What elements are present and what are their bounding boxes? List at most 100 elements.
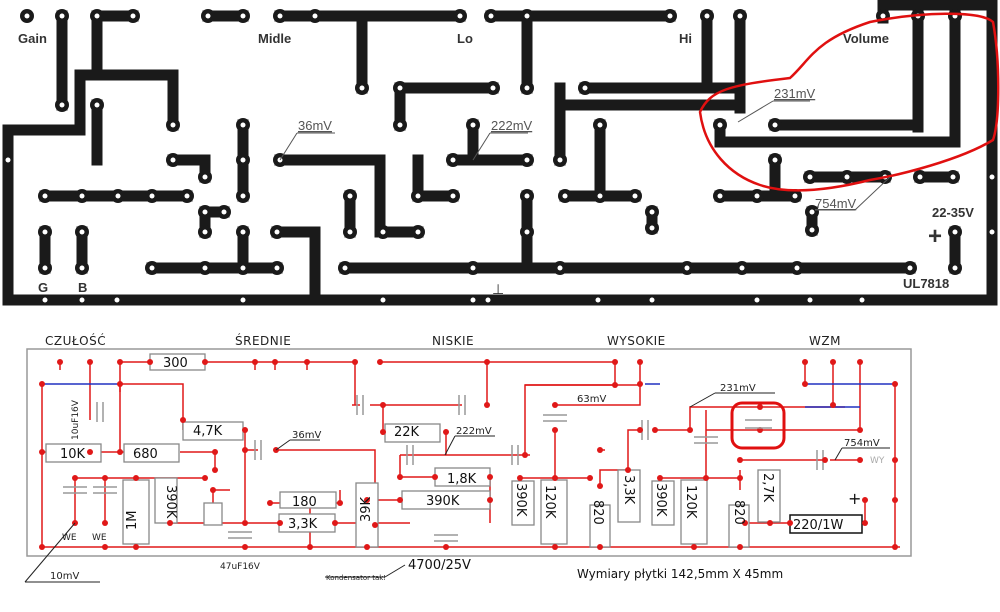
pcb-pad-hole: [42, 229, 48, 235]
pcb-pad-hole: [347, 229, 353, 235]
input-we-1: WE: [62, 533, 77, 543]
schematic-node: [862, 520, 868, 526]
pcb-pad-hole: [202, 229, 208, 235]
schematic-node: [637, 427, 643, 433]
resistor-820-a: 820: [590, 500, 605, 525]
schematic-node: [332, 520, 338, 526]
pcb-pad-hole: [809, 209, 815, 215]
plus-icon-schematic: +: [848, 489, 861, 508]
schematic-node: [552, 544, 558, 550]
input-g-label: G: [38, 280, 48, 295]
capacitor-icon: [254, 440, 262, 460]
sch-36mv-label: 36mV: [292, 430, 321, 441]
schematic-node: [552, 402, 558, 408]
section-wysokie: WYSOKIE: [607, 334, 666, 348]
schematic-node: [857, 359, 863, 365]
schematic-node: [377, 359, 383, 365]
pcb-pads: [5, 9, 995, 303]
pcb-via: [240, 297, 246, 303]
schematic-node: [552, 475, 558, 481]
resistor-390k-a-body: [154, 477, 178, 524]
schematic-node: [892, 544, 898, 550]
schematic-node: [703, 475, 709, 481]
pcb-pad-hole: [907, 265, 913, 271]
capacitor-47uf-label: 47uF16V: [220, 562, 261, 572]
pcb-pad-hole: [202, 174, 208, 180]
schematic-node: [307, 544, 313, 550]
pcb-pad-hole: [667, 13, 673, 19]
schematic-node: [167, 520, 173, 526]
schematic-node: [687, 427, 693, 433]
schematic-node: [691, 544, 697, 550]
sch-10mv-label: 10mV: [50, 571, 79, 582]
pcb-pad-hole: [470, 265, 476, 271]
schematic-node: [892, 457, 898, 463]
pcb-pad-hole: [202, 265, 208, 271]
schematic-node: [252, 359, 258, 365]
schematic-node: [102, 544, 108, 550]
pcb-pad-hole: [844, 174, 850, 180]
pcb-via: [754, 297, 760, 303]
schematic-node: [830, 359, 836, 365]
sch-231mv-label: 231mV: [720, 383, 756, 394]
schematic-node: [267, 500, 273, 506]
pcb-pad-hole: [809, 227, 815, 233]
schematic-measure-pointers: [24, 392, 890, 583]
pcb-pad-hole: [397, 122, 403, 128]
resistor-3k3-b: 3,3K: [621, 475, 636, 505]
schematic-node: [87, 449, 93, 455]
resistor-390k-b: 390K: [426, 494, 460, 509]
section-czulosc: CZUŁOŚĆ: [45, 333, 106, 348]
schematic-node: [72, 475, 78, 481]
capacitor-icon: [543, 414, 567, 422]
schematic-node: [892, 497, 898, 503]
schematic-node: [117, 381, 123, 387]
pcb-via: [470, 297, 476, 303]
resistor-390k-c-body: [511, 480, 535, 526]
pcb-pad-hole: [24, 13, 30, 19]
sch-63mv-label: 63mV: [577, 394, 606, 405]
pcb-pad-hole: [754, 193, 760, 199]
schematic-node: [212, 449, 218, 455]
pcb-pad-hole: [524, 13, 530, 19]
schematic-node: [857, 427, 863, 433]
pcb-pad-hole: [312, 13, 318, 19]
resistor-10k: 10K: [60, 447, 86, 462]
schematic-node: [830, 402, 836, 408]
schematic-node: [802, 381, 808, 387]
schematic-node: [597, 544, 603, 550]
kondensator-note: Kondensator tak!: [326, 574, 386, 582]
pcb-pad-hole: [557, 157, 563, 163]
pcb-via: [114, 297, 120, 303]
resistor-2k7: 2,7K: [760, 473, 775, 503]
pcb-pad-hole: [950, 174, 956, 180]
schematic-node: [742, 520, 748, 526]
pcb-pad-hole: [240, 157, 246, 163]
pcb-pad-hole: [42, 265, 48, 271]
schematic-node: [39, 381, 45, 387]
schematic-node: [212, 467, 218, 473]
schematic-node: [612, 382, 618, 388]
schematic-node: [443, 544, 449, 550]
resistor-120k-b: 120K: [683, 485, 698, 519]
schematic-node: [787, 520, 793, 526]
capacitor-icon: [434, 534, 458, 542]
schematic-node: [484, 359, 490, 365]
pcb-pad-hole: [397, 85, 403, 91]
pcb-layout: Gain Midle Lo Hi Volume G B 36mV 222mV 2…: [2, 0, 1000, 306]
schematic-node: [857, 457, 863, 463]
schematic-node: [487, 497, 493, 503]
schematic-node: [272, 359, 278, 365]
schematic-components: [45, 353, 863, 548]
schematic-node: [737, 475, 743, 481]
resistor-39k: 39K: [359, 496, 374, 522]
pcb-pad-hole: [524, 157, 530, 163]
resistor-180: 180: [292, 495, 317, 510]
schematic-node: [637, 381, 643, 387]
output-wy: WY: [870, 456, 885, 466]
section-srednie: ŚREDNIE: [235, 333, 291, 348]
pcb-222mv-label: 222mV: [491, 118, 533, 133]
pcb-pad-hole: [880, 13, 886, 19]
schematic-node: [484, 402, 490, 408]
pcb-pad-hole: [240, 122, 246, 128]
